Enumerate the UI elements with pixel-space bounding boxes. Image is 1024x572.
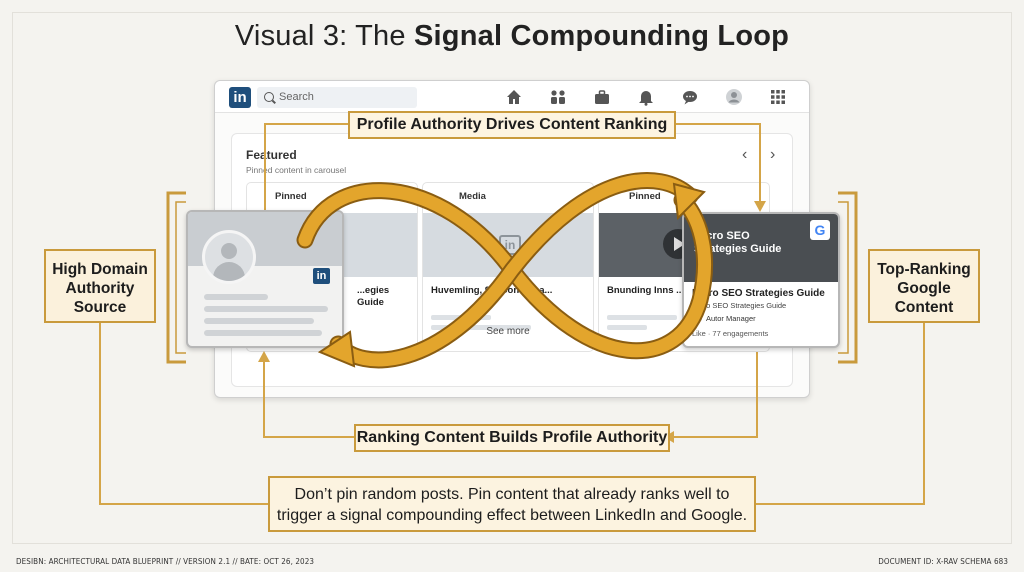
bottom-connector-left: [263, 358, 354, 438]
banner-profile-authority: Profile Authority Drives Content Ranking: [348, 111, 676, 139]
left-bracket: [166, 191, 186, 364]
label-line: Source: [73, 299, 127, 316]
engagement-count: Like · 77 engagements: [692, 329, 769, 338]
linkedin-badge-icon: in: [313, 268, 330, 284]
card-head: Pinned: [275, 191, 307, 202]
profile-line: [204, 306, 328, 312]
footer-left: DESIBN: ARCHITECTURAL DATA BLUEPRINT // …: [16, 557, 315, 566]
featured-subtitle: Pinned content in carousel: [246, 165, 347, 175]
right-note-connector: [756, 323, 925, 505]
note-line: Don’t pin random posts. Pin content that…: [294, 486, 730, 503]
network-icon[interactable]: [549, 88, 567, 106]
footer-right: DOCUMENT ID: X-RAV SCHEMA 683: [878, 557, 1008, 566]
jobs-icon[interactable]: [593, 88, 611, 106]
loop-arrowhead-right-icon: [672, 182, 706, 221]
label-high-domain-authority: High Domain Authority Source: [44, 249, 156, 323]
notifications-icon[interactable]: [637, 88, 655, 106]
left-note-connector: [99, 323, 268, 505]
avatar-icon[interactable]: [725, 88, 743, 106]
arrow-down-icon: [754, 201, 766, 212]
messaging-icon[interactable]: [681, 88, 699, 106]
search-icon: [264, 92, 274, 102]
arrow-up-icon: [258, 351, 270, 362]
connector-lines: [99, 123, 925, 505]
note-box: Don’t pin random posts. Pin content that…: [268, 476, 756, 532]
loop-arrowhead-left-icon: [317, 330, 356, 368]
featured-title: Featured: [246, 148, 297, 162]
label-line: Top-Ranking: [877, 261, 971, 278]
banner-ranking-content: Ranking Content Builds Profile Authority: [354, 424, 670, 452]
label-line: Content: [894, 299, 954, 316]
page-frame: [12, 12, 1012, 544]
card-line: [607, 315, 677, 320]
content-author: Autor Manager: [706, 314, 756, 323]
see-more-link[interactable]: See more: [486, 326, 530, 337]
label-line: Google: [897, 280, 951, 297]
note-text: Don’t pin random posts. Pin content that…: [270, 484, 754, 526]
content-subtitle: Micro SEO Strategies Guide: [692, 301, 787, 310]
note-line: trigger a signal compounding effect betw…: [276, 507, 748, 524]
content-title: Micro SEO Strategies Guide: [692, 288, 825, 299]
right-bracket: [838, 191, 858, 364]
card-head: Pinned: [629, 191, 661, 202]
label-line: High Domain: [52, 261, 148, 278]
card-line: [607, 325, 647, 330]
chevron-left-icon[interactable]: ‹: [742, 146, 748, 163]
page-title: Visual 3: The Signal Compounding Loop: [0, 20, 1024, 53]
title-bold: Signal Compounding Loop: [413, 20, 790, 52]
search-input[interactable]: Search: [257, 87, 417, 108]
label-top-ranking-google: Top-Ranking Google Content: [868, 249, 980, 323]
search-placeholder: Search: [279, 91, 314, 103]
title-prefix: Visual 3: The: [234, 20, 414, 52]
top-connector-left: [264, 123, 348, 210]
card-line: [431, 325, 531, 330]
profile-line: [204, 294, 268, 300]
card-head: Media: [459, 191, 486, 202]
profile-avatar: [202, 230, 256, 284]
profile-card[interactable]: in: [186, 210, 344, 348]
label-line: Authority: [65, 280, 135, 297]
bottom-connector-right: [672, 352, 758, 438]
google-logo-icon: G: [810, 220, 830, 240]
apps-grid-icon[interactable]: [769, 88, 787, 106]
linkedin-topbar: in Search: [215, 81, 809, 113]
chevron-right-icon[interactable]: ›: [770, 146, 776, 163]
linkedin-logo-icon[interactable]: in: [229, 87, 251, 108]
profile-line: [204, 330, 322, 336]
home-icon[interactable]: [505, 88, 523, 106]
card-title: ...egies Guide: [357, 285, 390, 308]
top-connector-right: [676, 123, 761, 205]
infinity-loop-arrow: [296, 172, 713, 369]
profile-line: [204, 318, 314, 324]
